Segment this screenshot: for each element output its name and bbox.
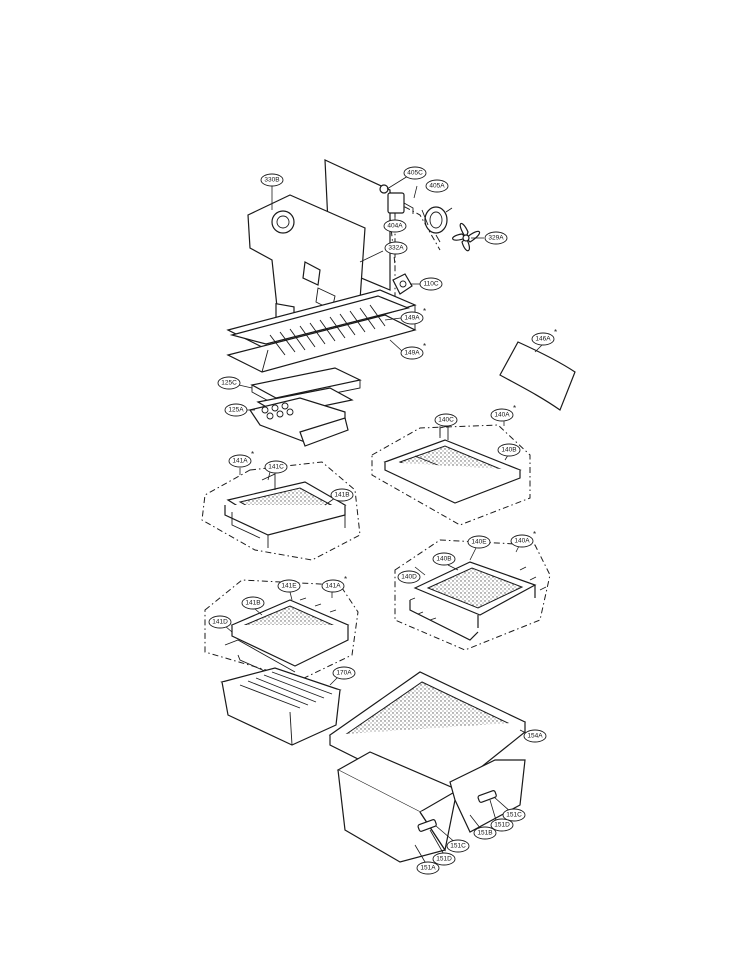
callout-151D-right: 151D: [490, 818, 514, 832]
callout-141A-lower: 141A*: [321, 575, 347, 593]
callout-404A: 404A: [383, 219, 407, 233]
callout-140A: 140A*: [490, 404, 516, 422]
svg-text:151C: 151C: [506, 812, 522, 819]
svg-text:404A: 404A: [387, 223, 403, 230]
svg-text:141A: 141A: [325, 583, 341, 590]
crisper-drawer-170: [220, 667, 342, 746]
control-housing-assembly: [226, 159, 481, 447]
callout-151C-left: 151C: [446, 839, 470, 853]
callout-405A: 405A: [425, 179, 449, 193]
svg-text:405C: 405C: [407, 170, 423, 177]
svg-text:*: *: [513, 404, 516, 413]
svg-text:154A: 154A: [527, 733, 543, 740]
crisper-cover-and-drawers: [328, 671, 527, 863]
callout-405C: 405C: [403, 166, 427, 180]
svg-text:140D: 140D: [401, 574, 417, 581]
svg-text:110C: 110C: [423, 281, 438, 288]
svg-text:141D: 141D: [212, 619, 228, 626]
callout-140D: 140D: [397, 570, 421, 584]
svg-text:332A: 332A: [388, 245, 404, 252]
svg-text:141C: 141C: [268, 464, 284, 471]
svg-text:141B: 141B: [245, 600, 260, 607]
svg-text:*: *: [251, 450, 254, 459]
svg-text:*: *: [533, 530, 536, 539]
callout-140E: 140E: [467, 535, 491, 549]
svg-text:405A: 405A: [429, 183, 445, 190]
callout-141B: 141B: [330, 488, 354, 502]
svg-text:151A: 151A: [420, 865, 436, 872]
callout-332A: 332A: [384, 241, 408, 255]
svg-text:*: *: [423, 307, 426, 316]
callout-125A: 125A: [224, 403, 248, 417]
svg-text:151C: 151C: [450, 843, 466, 850]
svg-text:330B: 330B: [264, 177, 279, 184]
svg-text:146A: 146A: [535, 336, 551, 343]
svg-text:151D: 151D: [494, 822, 510, 829]
callout-141E: 141E: [277, 579, 301, 593]
shelf-assembly-140-upper: [371, 424, 531, 526]
svg-text:329A: 329A: [488, 235, 504, 242]
callout-141C: 141C: [264, 460, 288, 474]
callout-110C: 110C: [419, 277, 443, 291]
svg-text:151D: 151D: [436, 856, 452, 863]
callout-149A-lower: 149A*: [400, 342, 426, 360]
svg-text:140E: 140E: [471, 539, 487, 546]
callout-170A: 170A: [332, 666, 356, 680]
svg-text:149A: 149A: [404, 315, 420, 322]
shelf-assembly-140-lower: [394, 539, 551, 651]
svg-text:125A: 125A: [228, 407, 244, 414]
callout-141D: 141D: [208, 615, 232, 629]
svg-text:140C: 140C: [438, 417, 454, 424]
svg-text:140B: 140B: [501, 447, 516, 454]
svg-text:*: *: [344, 575, 347, 584]
fan-blade: [452, 222, 481, 252]
svg-text:125C: 125C: [221, 380, 237, 387]
callout-140B-lower: 140B: [432, 552, 456, 566]
callout-151B: 151B: [473, 826, 497, 840]
svg-text:140A: 140A: [514, 538, 530, 545]
callout-140A-lower: 140A*: [510, 530, 536, 548]
callout-330B: 330B: [260, 173, 284, 187]
svg-text:141B: 141B: [334, 492, 349, 499]
callout-329A: 329A: [484, 231, 508, 245]
svg-text:149A: 149A: [404, 350, 420, 357]
svg-text:*: *: [554, 328, 557, 337]
svg-text:140B: 140B: [436, 556, 451, 563]
callout-141A: 141A*: [228, 450, 254, 468]
callout-141B-lower: 141B: [241, 596, 265, 610]
callout-151C-right: 151C: [502, 808, 526, 822]
svg-text:*: *: [423, 342, 426, 351]
callout-151A: 151A: [416, 861, 440, 875]
callout-146A: 146A*: [531, 328, 557, 346]
shelf-assembly-141: [201, 461, 361, 561]
callout-140B: 140B: [497, 443, 521, 457]
svg-text:151B: 151B: [477, 830, 492, 837]
callout-125C: 125C: [217, 376, 241, 390]
svg-text:170A: 170A: [336, 670, 352, 677]
callout-151D-left: 151D: [432, 852, 456, 866]
shelf-assembly-141-lower: [204, 579, 359, 681]
svg-text:141A: 141A: [232, 458, 248, 465]
door-bin-cover: [499, 341, 576, 411]
svg-text:141E: 141E: [281, 583, 297, 590]
callout-149A-upper: 149A*: [400, 307, 426, 325]
callout-154A: 154A: [523, 729, 547, 743]
svg-text:140A: 140A: [494, 412, 510, 419]
callout-140C: 140C: [434, 413, 458, 427]
